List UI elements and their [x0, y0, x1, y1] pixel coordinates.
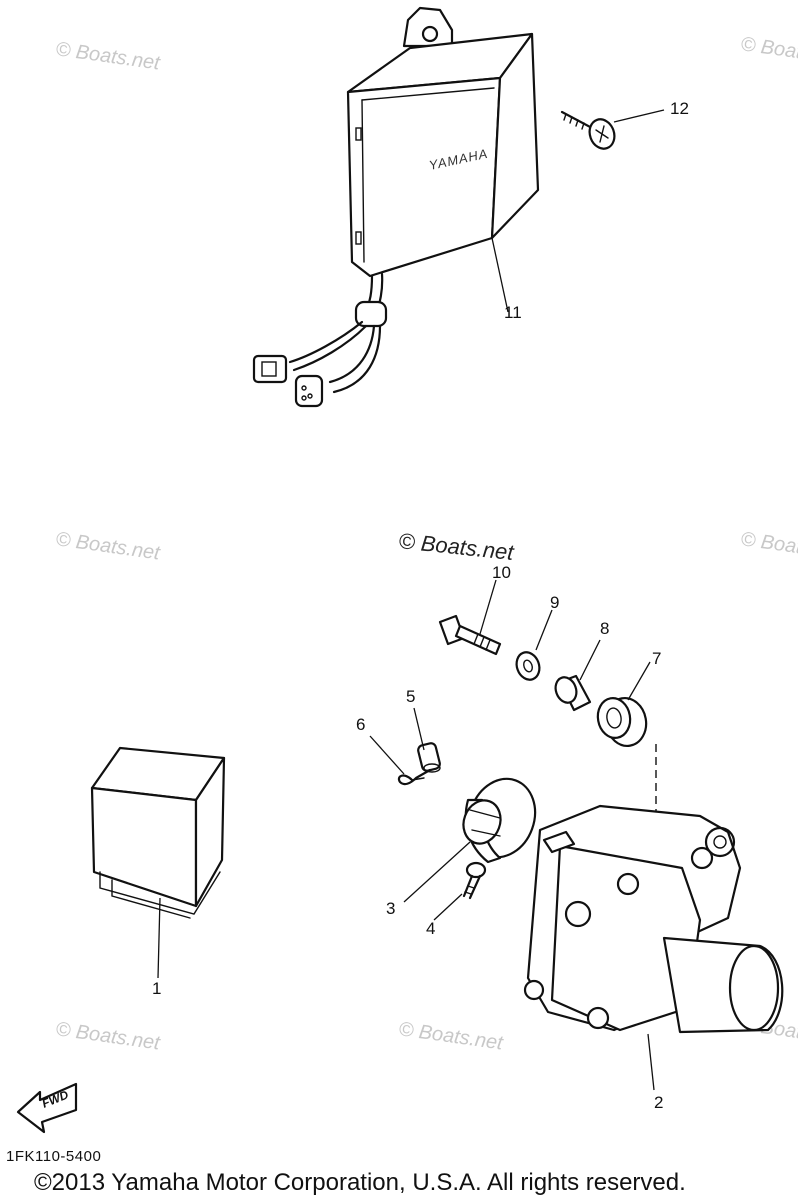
callout-labels: 1 2 3 4 5 6 7 8 9 10 11 12 — [152, 99, 689, 1112]
part-10-bolt — [438, 614, 502, 656]
watermark-top-right: © Boats.net — [739, 33, 798, 70]
diagram-code: 1FK110-5400 — [6, 1148, 102, 1165]
watermark-mid-left: © Boats.net — [54, 528, 162, 565]
part-1-relay — [90, 746, 226, 919]
fwd-arrow: FWD — [16, 1082, 78, 1134]
part-8-collar — [554, 674, 592, 712]
callout-12: 12 — [670, 99, 689, 118]
callout-2: 2 — [654, 1093, 663, 1112]
part-2-solenoid — [523, 744, 784, 1034]
watermark-top-left: © Boats.net — [54, 38, 162, 75]
callout-11: 11 — [504, 303, 522, 322]
part-5-pin — [417, 742, 441, 773]
callout-10: 10 — [492, 563, 511, 582]
part-6-clip — [397, 768, 432, 786]
callout-6: 6 — [356, 715, 365, 734]
part-3-cover — [462, 777, 537, 864]
callout-5: 5 — [406, 687, 415, 706]
watermark-center: © Boats.net — [397, 528, 515, 565]
callout-8: 8 — [600, 619, 609, 638]
part-7-grommet — [596, 697, 648, 747]
callout-4: 4 — [426, 919, 435, 938]
part-9-washer — [515, 651, 541, 681]
watermark-bottom-center: © Boats.net — [397, 1018, 505, 1055]
watermark-bottom-left: © Boats.net — [54, 1018, 162, 1055]
callout-3: 3 — [386, 899, 395, 918]
part-12-screw — [560, 110, 616, 150]
watermark-mid-right: © Boats.net — [739, 528, 798, 565]
leader-lines — [157, 109, 665, 1091]
callout-9: 9 — [550, 593, 559, 612]
callout-7: 7 — [652, 649, 661, 668]
part-11-control-module: YAMAHA — [252, 6, 540, 408]
part-4-screw — [462, 861, 487, 900]
copyright-notice: ©2013 Yamaha Motor Corporation, U.S.A. A… — [34, 1169, 686, 1196]
callout-1: 1 — [152, 979, 161, 998]
